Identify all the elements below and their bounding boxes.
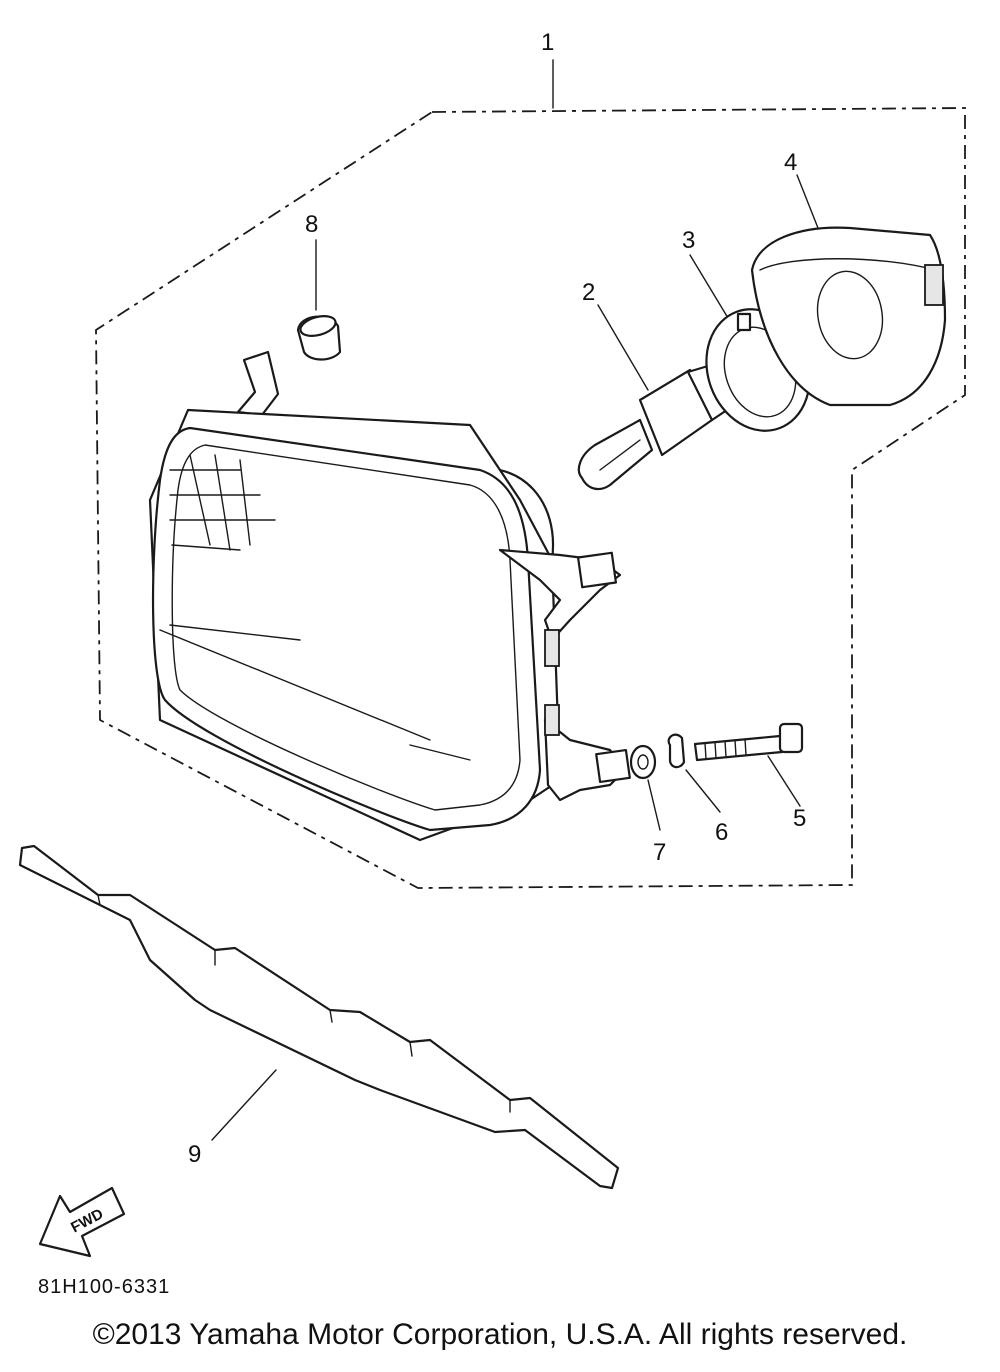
copyright-notice: ©2013 Yamaha Motor Corporation, U.S.A. A… <box>92 1318 908 1351</box>
callout-3: 3 <box>682 227 695 254</box>
drawing-code: 81H100-6331 <box>38 1276 171 1298</box>
callout-7: 7 <box>653 839 666 866</box>
fwd-arrow-icon: FWD <box>38 1186 126 1258</box>
assembly-boundary <box>95 107 966 889</box>
callout-2: 2 <box>582 279 595 306</box>
callout-5: 5 <box>793 805 806 832</box>
callout-1-group: 1 <box>541 29 554 109</box>
part-7-washer: 7 <box>629 744 666 866</box>
headlight-unit <box>148 350 631 842</box>
part-8-cap: 8 <box>296 211 342 361</box>
callout-9: 9 <box>188 1141 201 1168</box>
callout-1: 1 <box>541 29 554 56</box>
part-4-dust-cover: 4 <box>750 149 947 407</box>
callout-8: 8 <box>305 211 318 238</box>
part-9-stay-bar: 9 <box>18 844 620 1190</box>
part-5-bolt: 5 <box>693 722 806 832</box>
callout-6: 6 <box>715 819 728 846</box>
part-6-clip: 6 <box>667 733 728 846</box>
callout-4: 4 <box>784 149 797 176</box>
